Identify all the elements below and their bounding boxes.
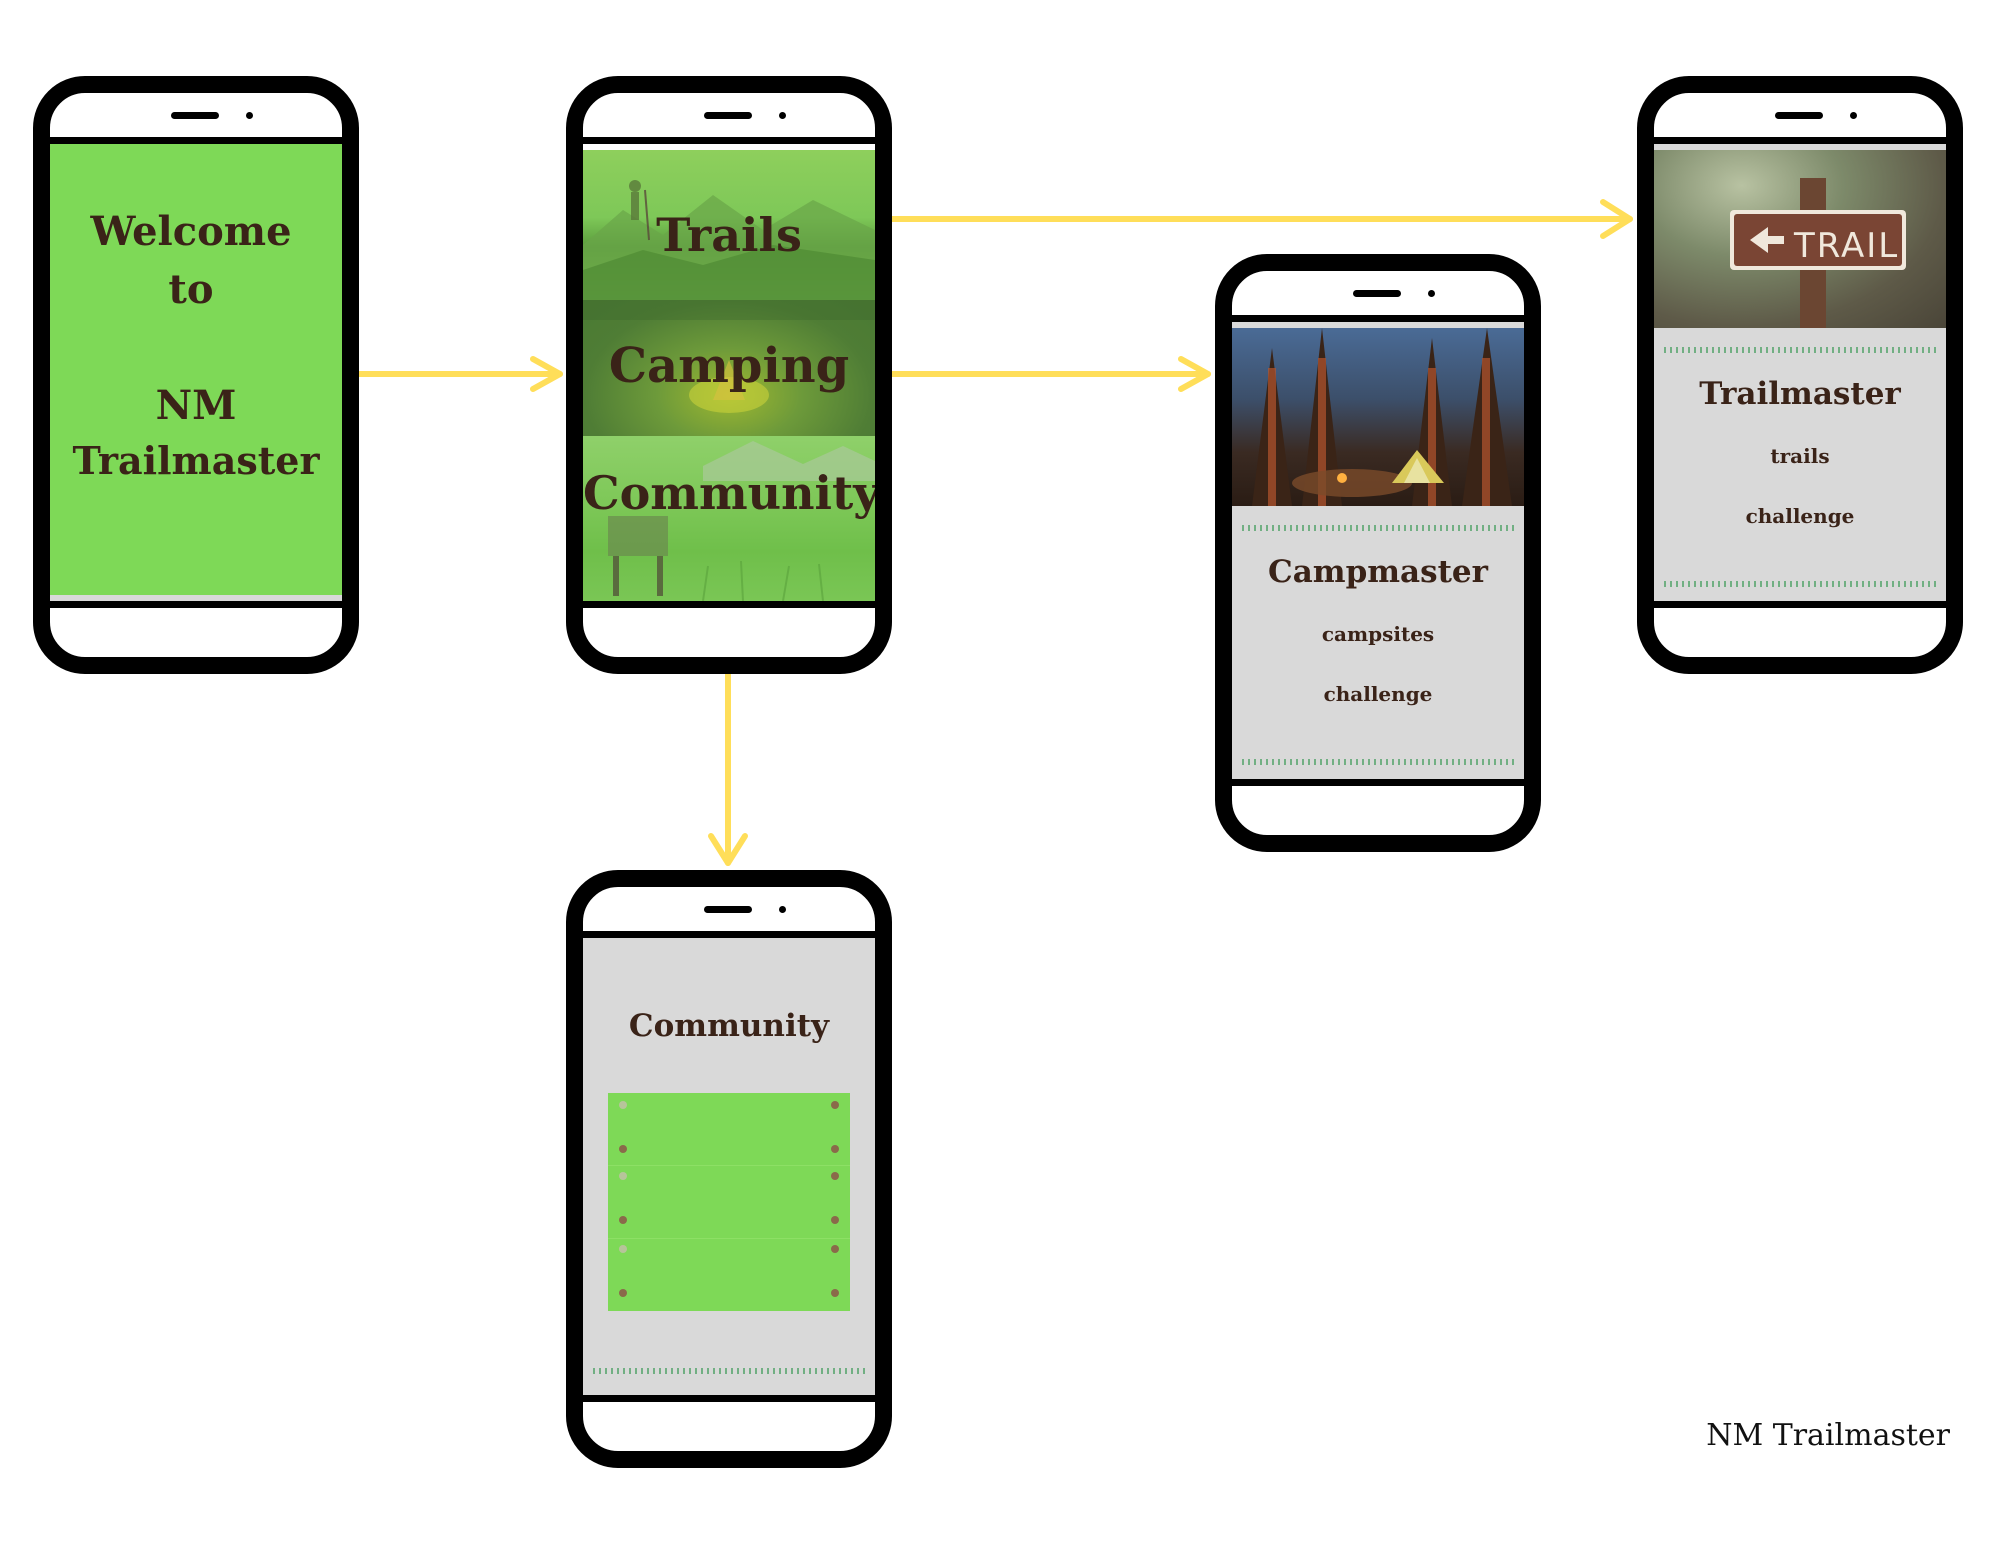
trail-sign-image: TRAIL — [1654, 150, 1946, 328]
board-nail — [619, 1216, 627, 1224]
trails-section[interactable]: Trails — [583, 150, 875, 300]
community-title: Community — [628, 1008, 830, 1044]
camera-dot — [246, 112, 253, 119]
board-nail — [619, 1289, 627, 1297]
board-row[interactable] — [608, 1093, 850, 1166]
phone-menu: Trails Camping — [566, 76, 892, 674]
trailhead-sign-image — [608, 441, 875, 601]
phone-community: Community — [566, 870, 892, 1468]
trailmaster-title: Trailmaster — [1699, 376, 1901, 412]
speaker — [1775, 112, 1823, 119]
camera-dot — [779, 112, 786, 119]
camera-dot — [1428, 290, 1435, 297]
welcome-line-4: Trailmaster — [72, 438, 320, 483]
board-row[interactable] — [608, 1166, 850, 1239]
decorative-divider — [593, 1368, 865, 1374]
welcome-line-2: to — [168, 266, 214, 313]
speaker — [1353, 290, 1401, 297]
speaker — [171, 112, 219, 119]
bottom-bezel — [1654, 601, 1946, 608]
board-nail — [831, 1216, 839, 1224]
speaker — [704, 112, 752, 119]
screen-edge — [50, 595, 342, 601]
community-section[interactable]: Community — [583, 436, 875, 601]
top-bezel — [583, 931, 875, 938]
community-screen: Community — [583, 938, 875, 1395]
phone-trailmaster: TRAIL Trailmaster trails challenge — [1637, 76, 1963, 674]
board-nail — [619, 1145, 627, 1153]
camera-dot — [1850, 112, 1857, 119]
community-label: Community — [583, 466, 875, 520]
campfire-image — [583, 300, 875, 413]
phone-welcome: Welcome to NM Trailmaster — [33, 76, 359, 674]
campsite-image — [1232, 328, 1524, 506]
bottom-bezel — [583, 601, 875, 608]
welcome-line-3: NM — [155, 382, 237, 429]
board-nail — [831, 1101, 839, 1109]
campmaster-screen: Campmaster campsites challenge — [1232, 322, 1524, 779]
board-nail — [619, 1245, 627, 1253]
campmaster-link-challenge[interactable]: challenge — [1323, 682, 1433, 706]
trailmaster-link-trails[interactable]: trails — [1770, 444, 1830, 468]
bottom-bezel — [50, 601, 342, 608]
phone-campmaster: Campmaster campsites challenge — [1215, 254, 1541, 852]
board-nail — [619, 1101, 627, 1109]
decorative-divider — [1242, 525, 1514, 531]
menu-screen: Trails Camping — [583, 144, 875, 601]
arrow-menu-to-trail — [889, 199, 1633, 239]
mountain-landscape-image — [583, 180, 875, 300]
decorative-divider — [1664, 347, 1936, 353]
camera-dot — [779, 906, 786, 913]
footer-brand: NM Trailmaster — [1706, 1418, 1950, 1453]
decorative-divider — [1664, 581, 1936, 587]
speaker — [704, 906, 752, 913]
top-bezel — [583, 137, 875, 144]
board-nail — [831, 1145, 839, 1153]
trails-label: Trails — [656, 208, 802, 262]
top-bezel — [50, 137, 342, 144]
welcome-line-1: Welcome — [90, 208, 292, 255]
top-bezel — [1654, 137, 1946, 144]
campmaster-link-campsites[interactable]: campsites — [1321, 622, 1435, 646]
trail-sign-text: TRAIL — [1794, 226, 1900, 266]
community-board[interactable] — [608, 1093, 850, 1311]
arrow-welcome-to-menu — [354, 356, 563, 392]
top-bezel — [1232, 315, 1524, 322]
bottom-bezel — [583, 1395, 875, 1402]
board-row[interactable] — [608, 1239, 850, 1311]
board-nail — [831, 1245, 839, 1253]
board-nail — [831, 1172, 839, 1180]
board-nail — [831, 1289, 839, 1297]
welcome-screen[interactable]: Welcome to NM Trailmaster — [50, 144, 342, 601]
camping-section[interactable]: Camping — [583, 300, 875, 436]
decorative-divider — [1242, 759, 1514, 765]
camping-label: Camping — [608, 338, 850, 394]
bottom-bezel — [1232, 779, 1524, 786]
trailmaster-link-challenge[interactable]: challenge — [1745, 504, 1855, 528]
campmaster-title: Campmaster — [1268, 554, 1488, 590]
board-nail — [619, 1172, 627, 1180]
arrow-menu-to-camp — [889, 356, 1211, 392]
trailmaster-screen: TRAIL Trailmaster trails challenge — [1654, 144, 1946, 601]
